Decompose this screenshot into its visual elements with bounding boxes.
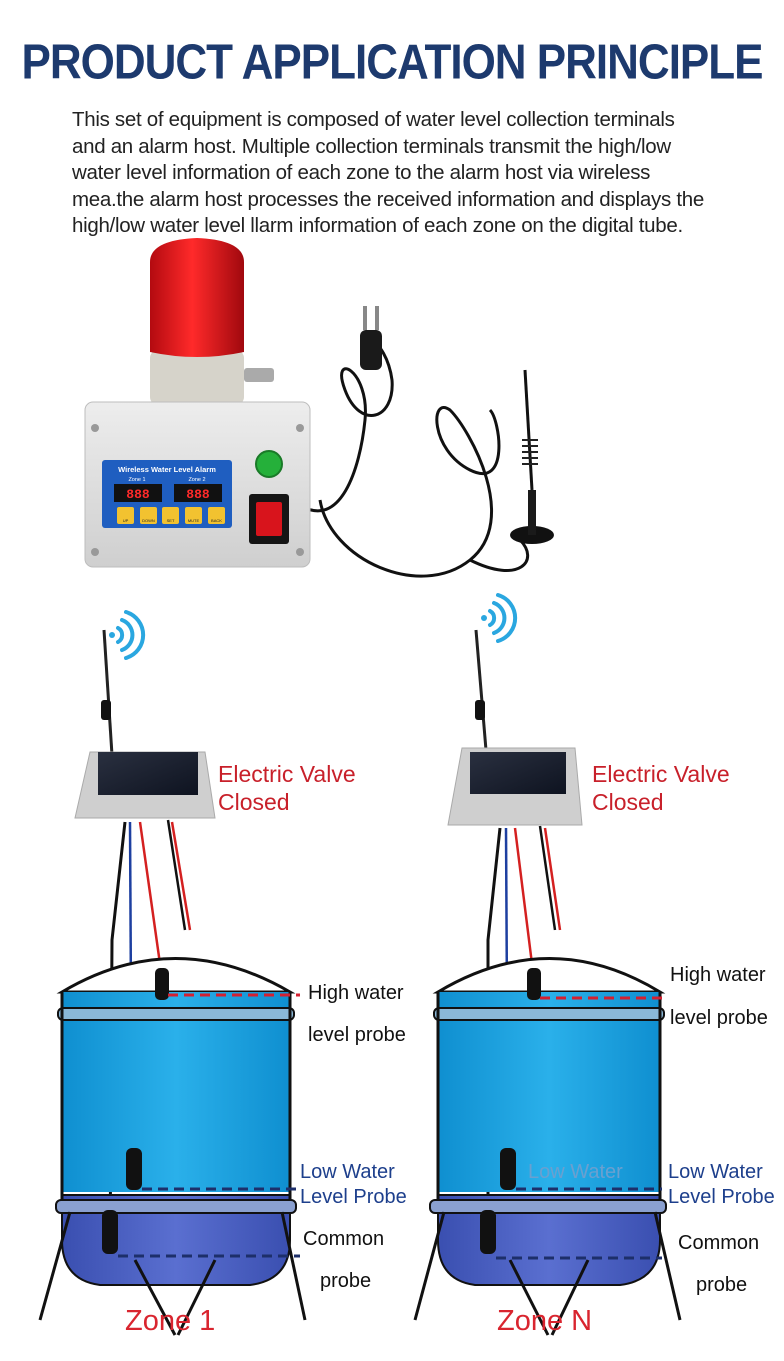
zone1-low-probe-label: Low Water Level Probe	[300, 1160, 407, 1210]
low-probe	[126, 1148, 142, 1190]
zone2-display: 888	[186, 487, 210, 502]
valve-label-line: Electric Valve	[218, 761, 356, 787]
zone1-common-label-2: probe	[320, 1270, 372, 1292]
common-probe	[480, 1210, 496, 1254]
mute-button-label: MUTE	[188, 518, 200, 523]
water-fill	[438, 992, 660, 1192]
zone1-high-probe-label-1: High water	[308, 982, 404, 1004]
intro-line: high/low water level llarm information o…	[72, 214, 683, 237]
low-probe-line: Level Probe	[668, 1186, 775, 1208]
panel-zone-label: Zone 2	[188, 477, 205, 483]
high-probe	[155, 968, 169, 1000]
zone1-name: Zone 1	[125, 1305, 216, 1337]
wifi-icon	[481, 593, 518, 643]
valve-label-line: Electric Valve	[592, 761, 730, 787]
zone1-display: 888	[126, 487, 150, 502]
plug	[360, 330, 382, 370]
up-button-label: UP	[123, 518, 129, 523]
zone1-valve-label: Electric Valve Closed	[218, 760, 356, 816]
zonen-name: Zone N	[497, 1305, 593, 1337]
low-probe-line: Low Water	[300, 1161, 395, 1183]
intro-line: This set of equipment is composed of wat…	[72, 108, 675, 131]
page-title: PRODUCT APPLICATION PRINCIPLE	[21, 35, 763, 90]
back-button-label: BACK	[211, 518, 222, 523]
wifi-icon	[109, 610, 146, 660]
intro-line: mea.the alarm host processes the receive…	[72, 187, 704, 211]
valve-label-line: Closed	[218, 789, 290, 815]
low-probe	[500, 1148, 516, 1190]
low-probe-line: Level Probe	[300, 1186, 407, 1208]
zone1-high-probe-label-2: level probe	[308, 1024, 406, 1046]
zone-n-diagram	[413, 593, 682, 1336]
zonen-common-label-1: Common	[678, 1232, 760, 1254]
panel-title: Wireless Water Level Alarm	[118, 465, 216, 474]
beacon-light	[150, 238, 244, 357]
valve-label-line: Closed	[592, 789, 664, 815]
zone1-common-label-1: Common	[303, 1228, 385, 1250]
intro-line: and an alarm host. Multiple collection t…	[72, 134, 671, 158]
zonen-low-probe-label: Low Water Level Probe	[668, 1160, 775, 1210]
intro-line: water level information of each zone to …	[72, 161, 651, 184]
zonen-common-label-2: probe	[696, 1274, 748, 1296]
zonen-high-probe-label-1: High water	[670, 964, 766, 986]
high-probe	[527, 968, 541, 1000]
zonen-valve-label: Electric Valve Closed	[592, 760, 730, 816]
low-probe-line: Low Water	[668, 1161, 763, 1183]
zonen-tank-low-water-text: Low Water	[528, 1161, 623, 1183]
set-button-label: SET	[167, 518, 175, 523]
intro-paragraph: This set of equipment is composed of wat…	[72, 107, 722, 240]
zonen-high-probe-label-2: level probe	[670, 1007, 768, 1029]
solar-panel	[470, 752, 566, 794]
water-fill	[62, 992, 290, 1192]
down-button-label: DOWN	[142, 518, 155, 523]
panel-zone-label: Zone 1	[128, 477, 145, 483]
green-indicator	[255, 450, 283, 478]
beacon-base	[150, 350, 244, 405]
solar-panel	[98, 752, 198, 795]
common-probe	[102, 1210, 118, 1254]
zone-1-diagram	[38, 610, 307, 1336]
panel-buttons: UP DOWN SET MUTE BACK	[117, 507, 225, 524]
alarm-host: Wireless Water Level Alarm Zone 1 Zone 2…	[84, 238, 554, 578]
power-cord	[299, 337, 501, 578]
